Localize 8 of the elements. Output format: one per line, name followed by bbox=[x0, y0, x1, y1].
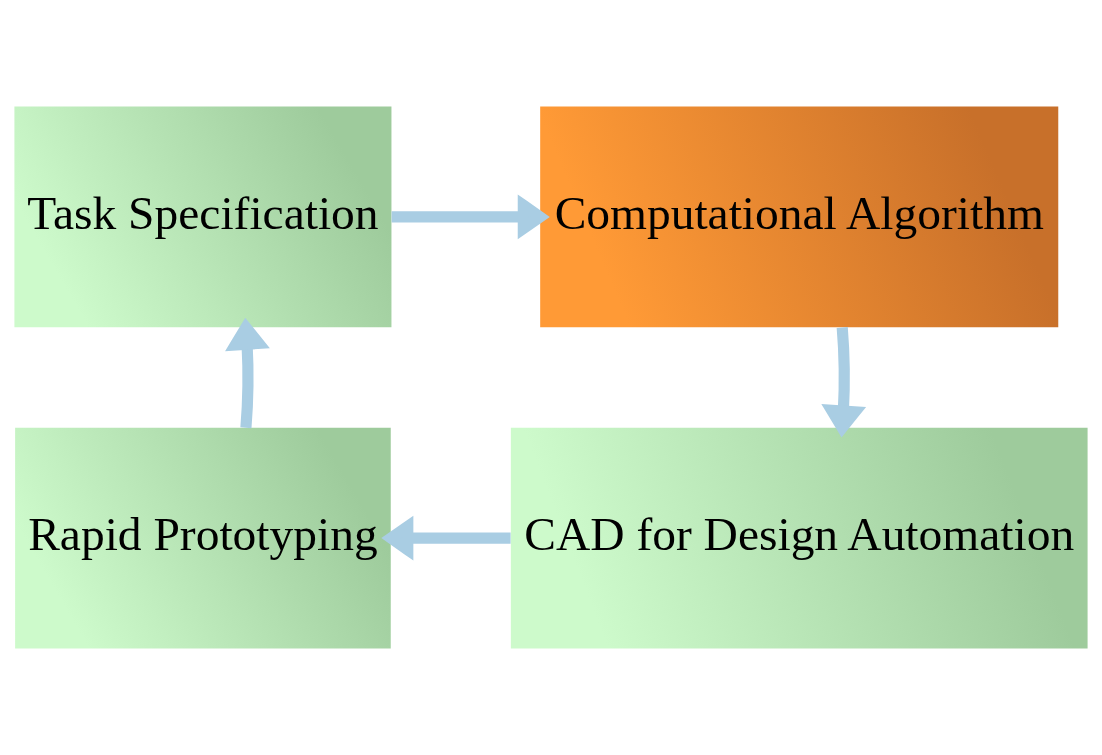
arrow bbox=[225, 317, 270, 429]
node-box: Task Specification bbox=[14, 106, 392, 328]
node-box: Computational Algorithm bbox=[540, 106, 1059, 328]
arrow bbox=[391, 194, 550, 240]
arrow bbox=[821, 327, 867, 438]
arrow bbox=[381, 515, 511, 561]
node-box: CAD for Design Automation bbox=[510, 427, 1088, 649]
node-box: Rapid Prototyping bbox=[15, 427, 391, 649]
